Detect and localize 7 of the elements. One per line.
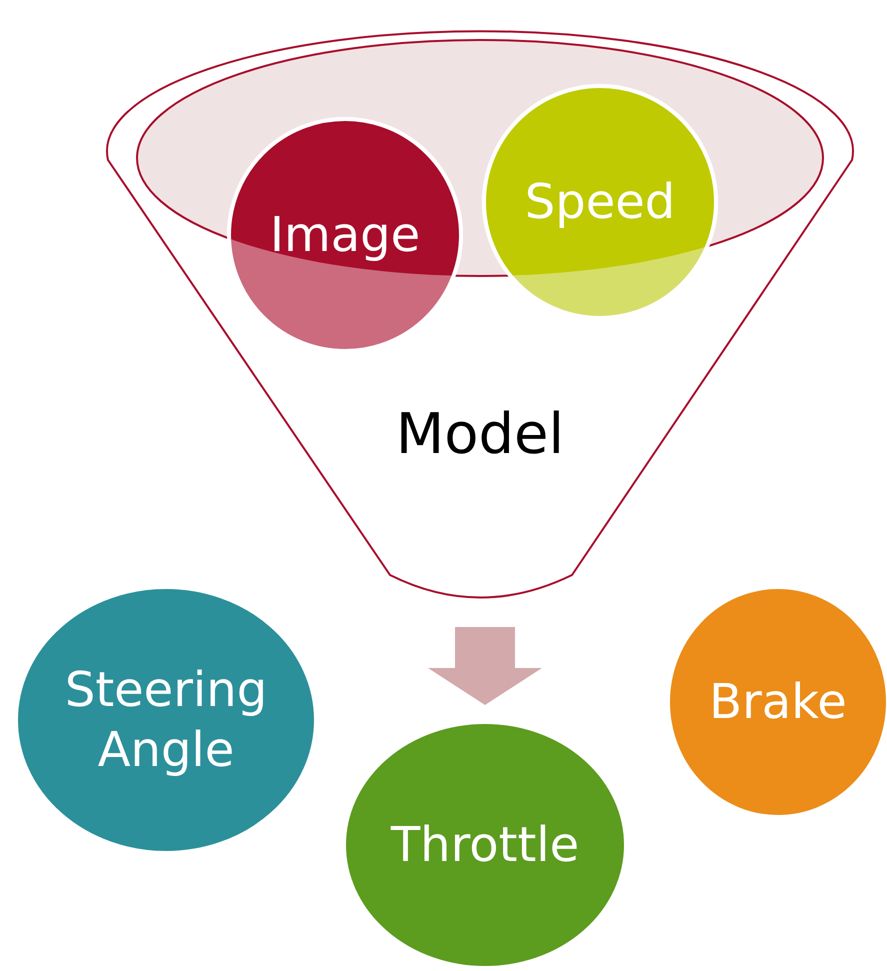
circle-label: Throttle [390,816,580,875]
block-arrow [428,627,542,705]
circle-label: Steering Angle [64,661,268,780]
funnel-label: Model [394,401,566,469]
circle-label: Speed [524,173,676,232]
circle-label: Brake [708,673,848,732]
circle-label: Image [268,206,422,265]
